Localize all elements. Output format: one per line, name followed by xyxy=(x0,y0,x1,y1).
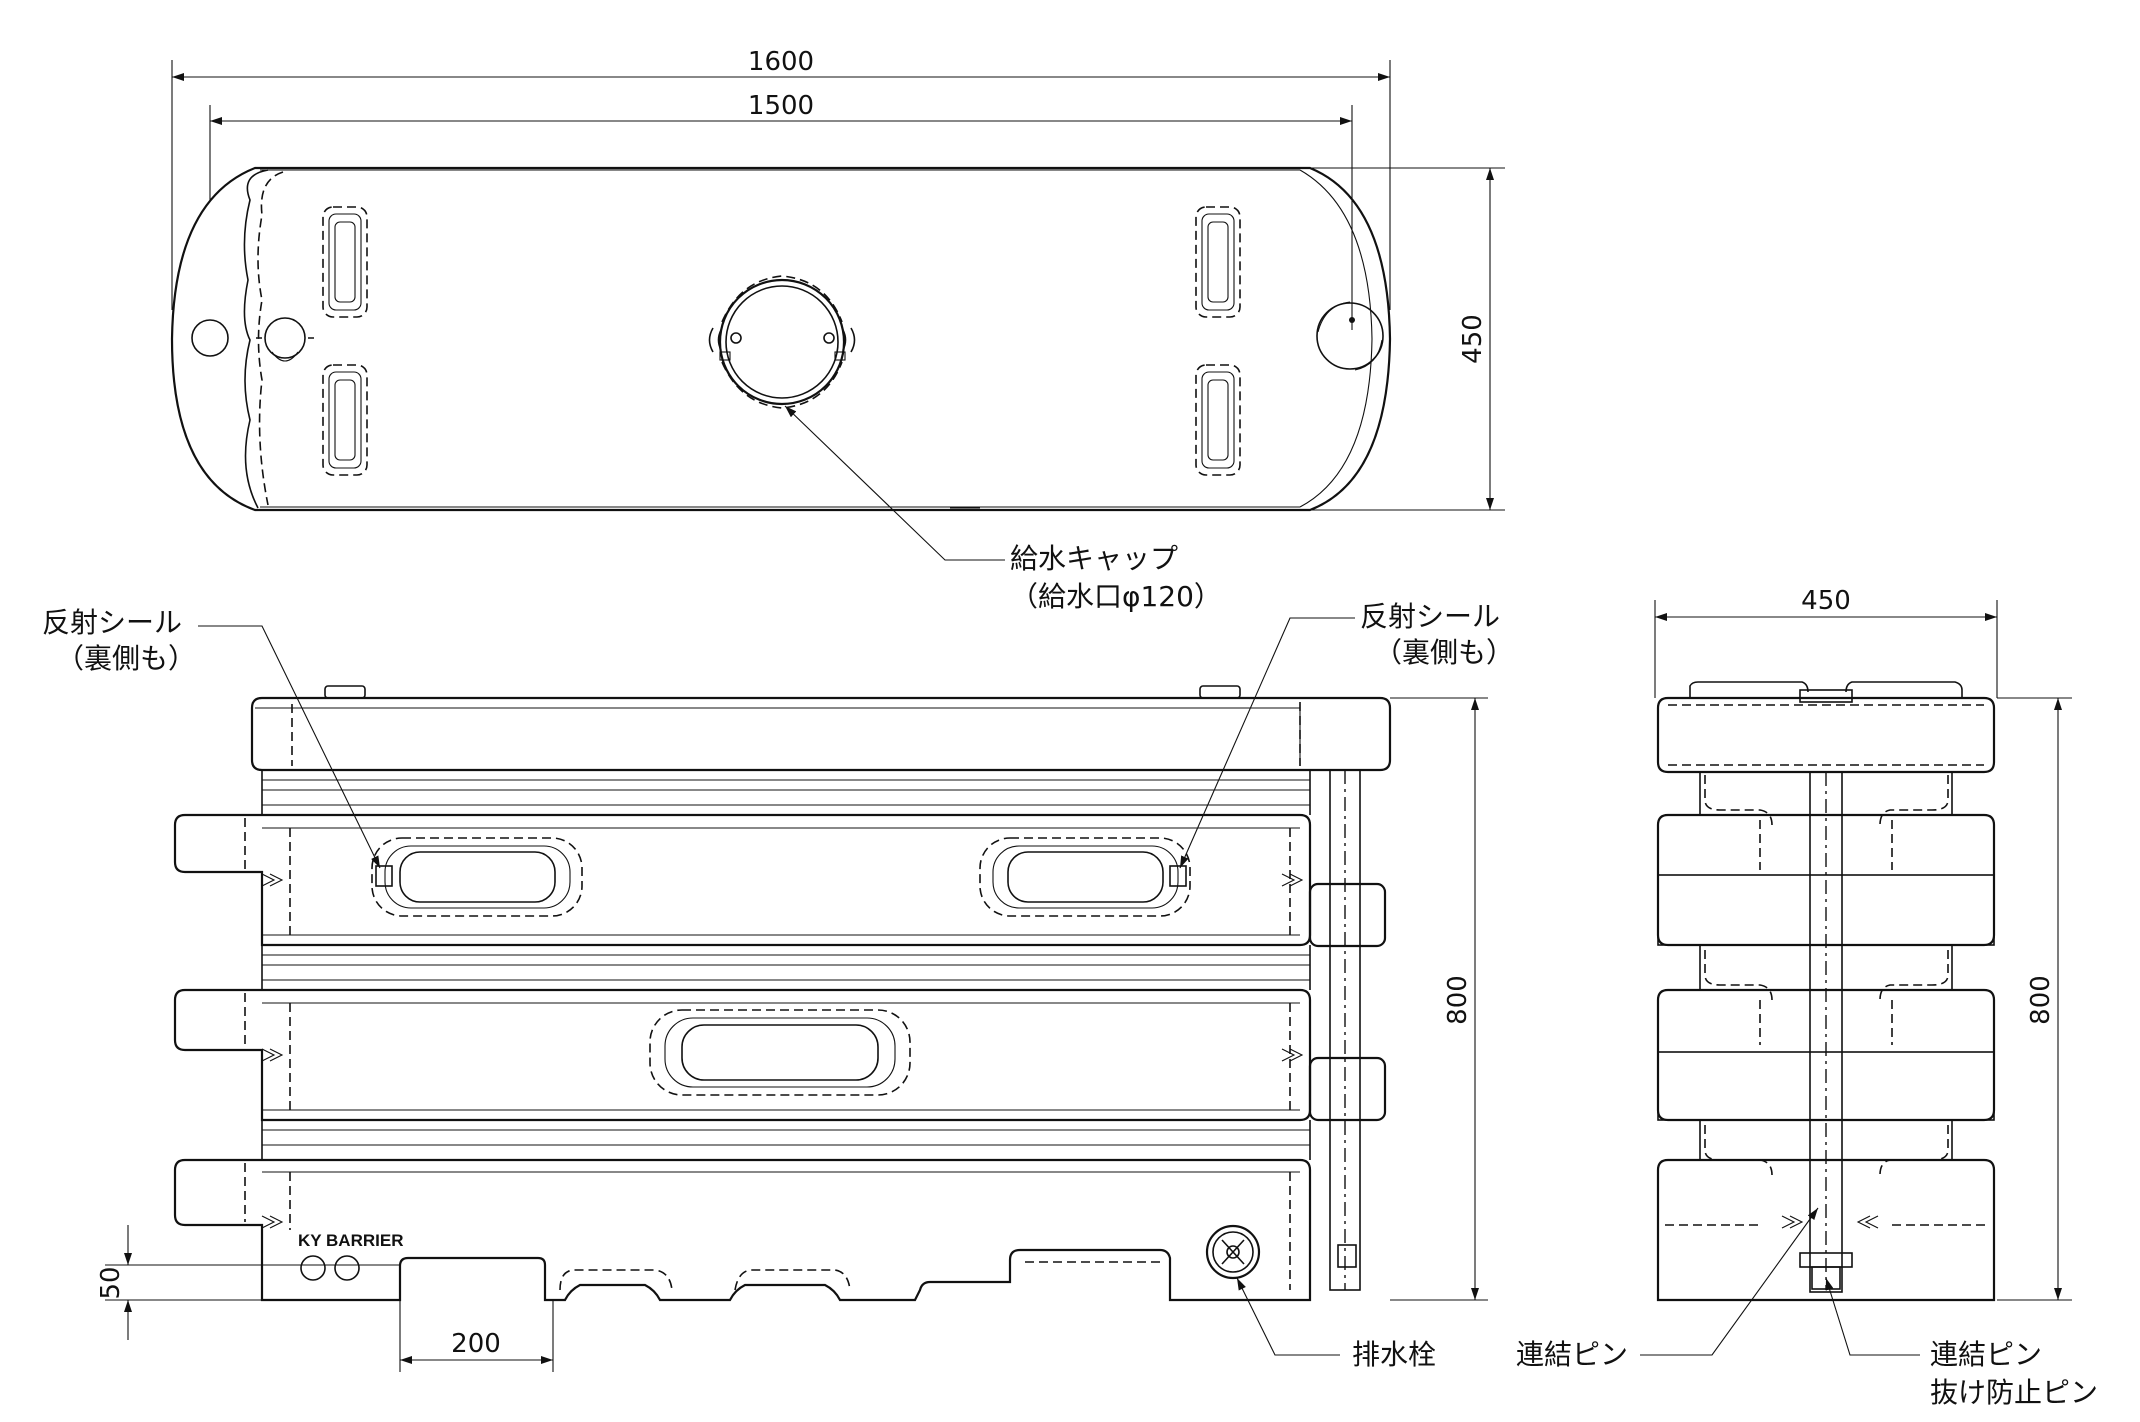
front-connector-column xyxy=(1308,769,1387,1291)
supply-cap xyxy=(708,275,856,409)
side-base xyxy=(1656,1158,1996,1302)
front-slot-right xyxy=(979,837,1191,917)
brand-logo: KY BARRIER xyxy=(298,1231,403,1250)
dim-1500: 1500 xyxy=(209,91,1353,330)
dim-1600: 1600 xyxy=(171,47,1391,310)
side-top-block xyxy=(1656,696,1996,774)
reflect-seal-left-note: （裏側も） xyxy=(56,642,196,675)
reflect-seal-right-label: 反射シール xyxy=(1360,600,1500,633)
connect-pin-stopper-label-1: 連結ピン xyxy=(1930,1338,2042,1371)
supply-cap-leader xyxy=(784,405,1005,561)
supply-cap-note: （給水口φ120） xyxy=(1010,580,1222,613)
dim-200: 200 xyxy=(399,1300,554,1372)
dim-450-side-text: 450 xyxy=(1801,586,1851,616)
dim-50-text: 50 xyxy=(96,1266,126,1299)
dim-450-top: 450 xyxy=(1310,167,1505,511)
side-connector-rod xyxy=(1799,771,1853,1293)
top-slot-1 xyxy=(322,206,368,318)
dim-800-side-text: 800 xyxy=(2026,975,2056,1025)
top-hole-right xyxy=(1316,302,1384,370)
connect-pin-leader xyxy=(1640,1207,1819,1356)
front-base xyxy=(173,1158,1312,1302)
top-keyhole xyxy=(256,317,314,359)
connect-pin-label: 連結ピン xyxy=(1516,1338,1628,1371)
drain-plug xyxy=(1205,1224,1261,1280)
dim-800-side: 800 xyxy=(1997,697,2072,1301)
dim-1600-text: 1600 xyxy=(748,47,814,77)
connect-pin-stopper-leader xyxy=(1825,1277,1920,1356)
dim-200-text: 200 xyxy=(451,1329,501,1359)
dim-800-front: 800 xyxy=(1390,697,1488,1301)
drain-plug-leader xyxy=(1236,1277,1340,1356)
top-slot-3 xyxy=(1195,206,1241,318)
reflect-seal-left-leader xyxy=(198,625,381,869)
side-view: 450 800 xyxy=(1516,586,2098,1409)
reflect-seal-right-leader xyxy=(1179,617,1355,869)
front-slot-left xyxy=(371,837,583,917)
reflect-seal-left-label: 反射シール xyxy=(42,606,182,639)
front-slot-center xyxy=(649,1009,911,1096)
dim-800-front-text: 800 xyxy=(1443,975,1473,1025)
dim-450-side: 450 xyxy=(1654,586,1998,698)
top-outline xyxy=(170,166,1392,512)
top-view: 1600 1500 450 xyxy=(170,47,1505,613)
front-view: 反射シール （裏側も） 反射シール （裏側も） xyxy=(42,600,1514,1372)
connect-pin-stopper-label-2: 抜け防止ピン xyxy=(1930,1376,2098,1409)
top-slot-4 xyxy=(1195,364,1241,476)
front-band-1 xyxy=(173,813,1312,947)
dim-1500-text: 1500 xyxy=(748,91,814,121)
reflect-seal-right-note: （裏側も） xyxy=(1374,636,1514,669)
front-top-rail xyxy=(250,696,1392,772)
top-hole-left xyxy=(191,319,229,357)
drain-plug-label: 排水栓 xyxy=(1352,1338,1436,1371)
dim-50: 50 xyxy=(96,1225,400,1340)
top-slot-2 xyxy=(322,364,368,476)
dim-450-top-text: 450 xyxy=(1458,314,1488,364)
supply-cap-label: 給水キャップ xyxy=(1010,542,1178,575)
